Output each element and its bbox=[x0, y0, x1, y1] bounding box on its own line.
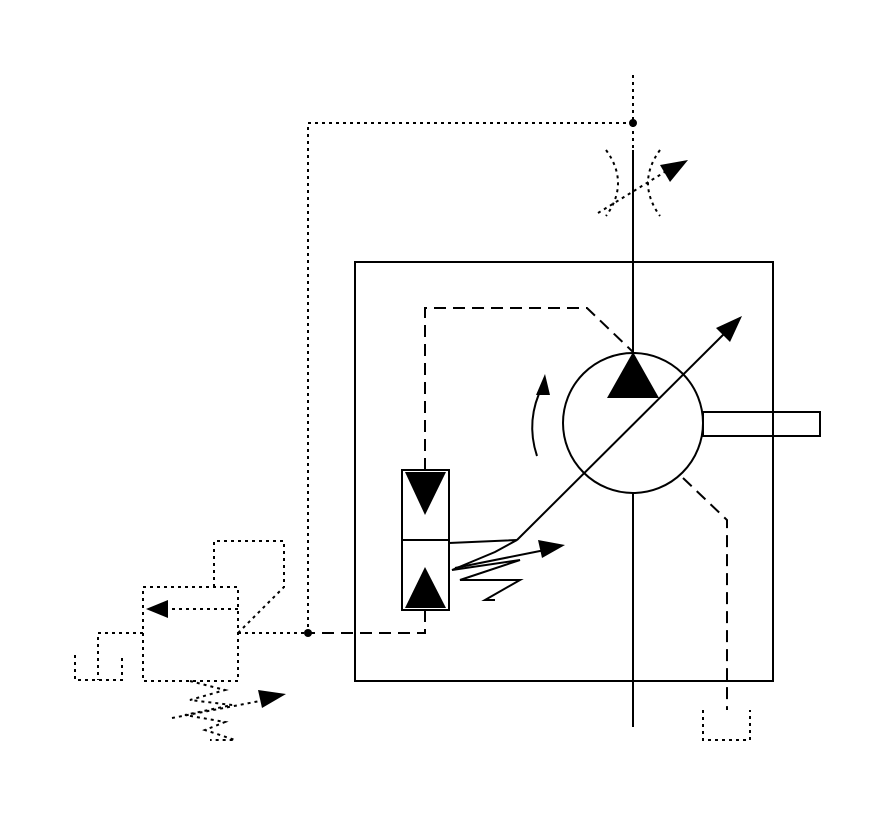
relief-valve bbox=[74, 540, 286, 741]
variable-pump bbox=[516, 316, 821, 541]
control-line-bottom bbox=[308, 610, 426, 634]
rotation-arrow bbox=[531, 384, 544, 457]
spring-icon bbox=[184, 680, 236, 741]
drain-line bbox=[682, 477, 728, 710]
compensator-valve bbox=[401, 469, 565, 611]
pump-direction-triangle bbox=[607, 352, 659, 398]
tank-right bbox=[702, 710, 751, 741]
adjustable-throttle bbox=[597, 149, 688, 217]
control-line-top bbox=[424, 307, 634, 470]
pump-housing bbox=[354, 261, 774, 682]
spring-icon bbox=[448, 539, 524, 601]
drive-shaft bbox=[702, 411, 821, 437]
variable-arrow-head bbox=[716, 316, 742, 342]
tank-left bbox=[74, 655, 123, 681]
pilot-line-dotted bbox=[307, 122, 633, 633]
junction-dot bbox=[629, 119, 637, 127]
